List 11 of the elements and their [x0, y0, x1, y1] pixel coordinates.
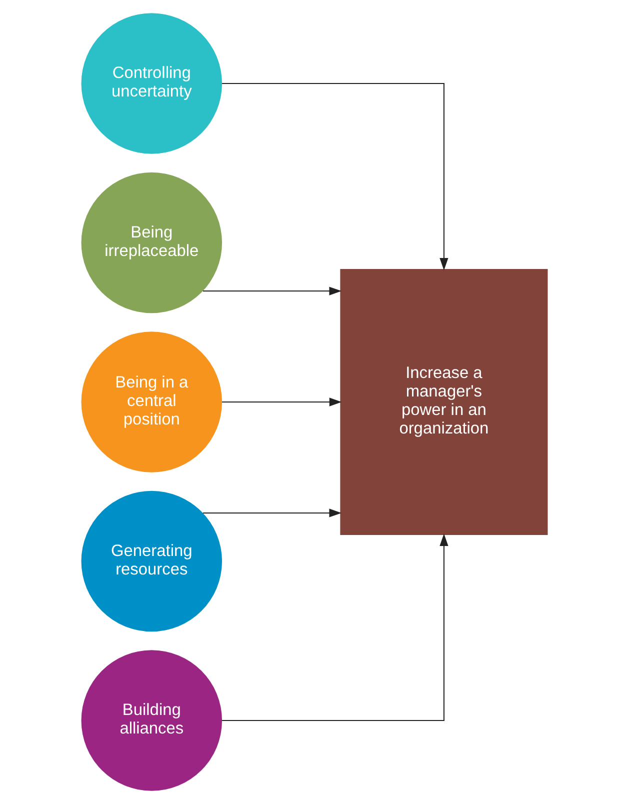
node-circle: Being irreplaceable — [80, 172, 222, 313]
node-circle: Generating resources — [80, 490, 222, 632]
arrow — [222, 82, 448, 270]
arrow — [222, 533, 448, 721]
node-circle: Controlling uncertainty — [80, 12, 222, 154]
node-circle: Being in a central position — [80, 331, 222, 472]
arrow — [202, 508, 342, 517]
node-circle: Building alliances — [80, 650, 222, 790]
node-box: Increase a manager's power in an organization — [340, 268, 548, 535]
arrow — [222, 397, 342, 406]
arrow — [202, 286, 342, 295]
